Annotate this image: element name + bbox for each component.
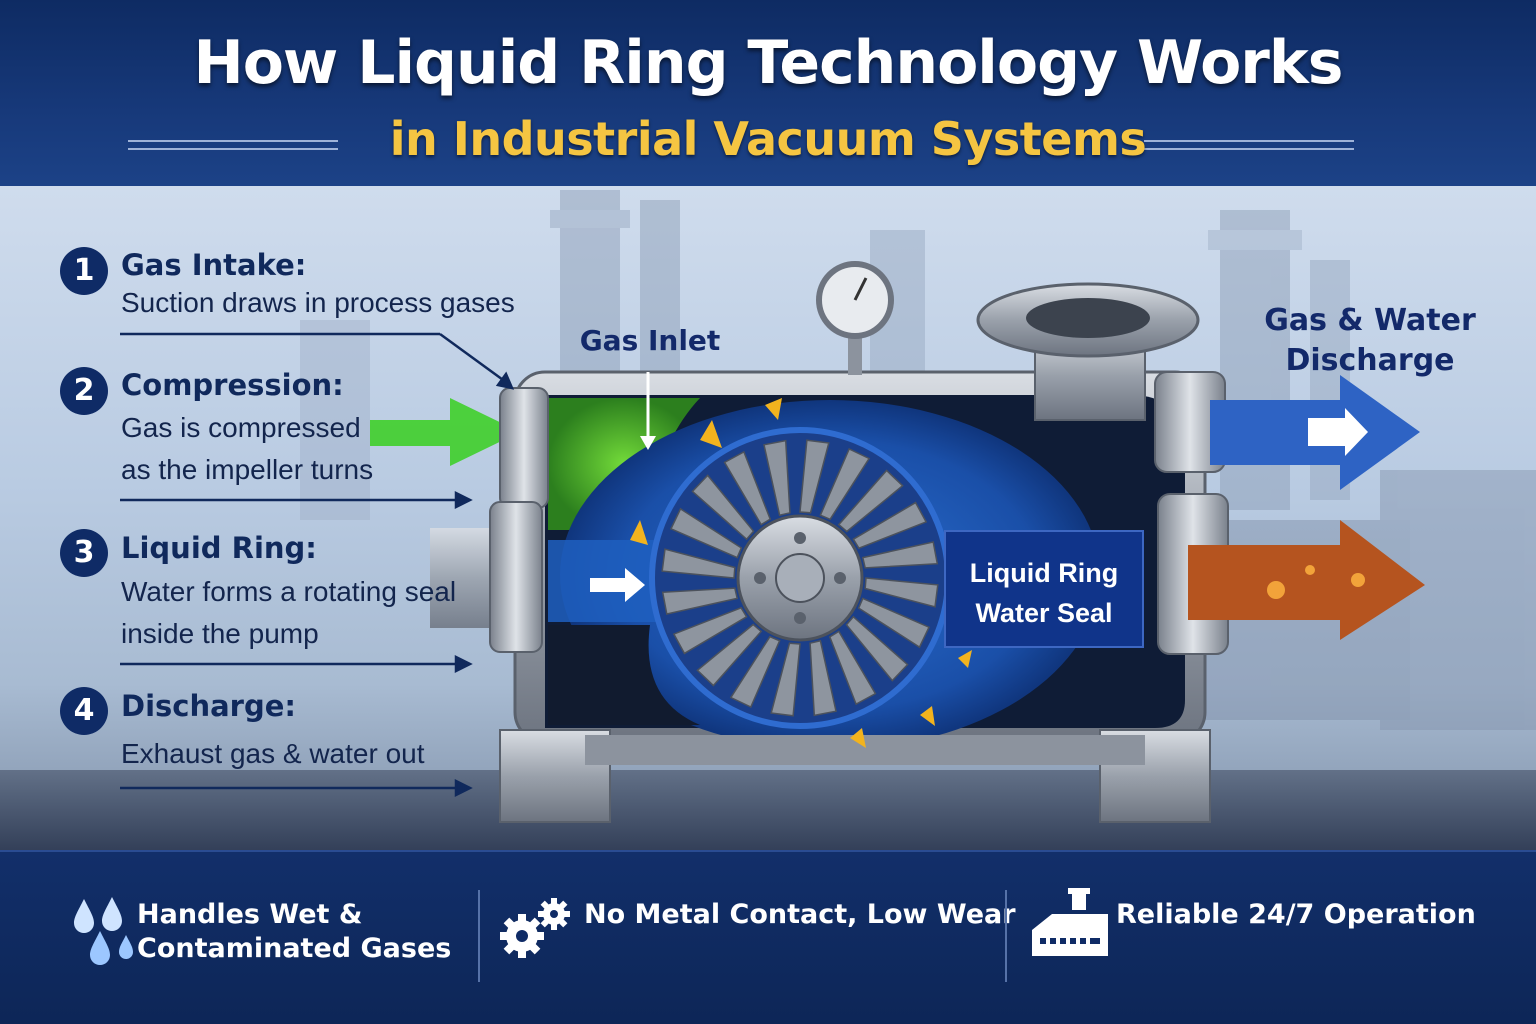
impeller-blade	[770, 642, 801, 717]
features-bar	[0, 850, 1536, 1024]
liquid-ring-label-line-1: Liquid Ring	[969, 558, 1119, 588]
water-drops-icon	[74, 897, 133, 965]
subtitle-rule-right	[1144, 140, 1354, 150]
liquid-ring-callout	[944, 530, 1144, 648]
feature-3-text: Reliable 24/7 Operation	[1116, 899, 1476, 930]
step-2-description-line-1: Gas is compressed	[121, 412, 361, 443]
liquid-ring-label-line-2: Water Seal	[975, 598, 1113, 628]
impeller-blade	[661, 587, 739, 615]
gas-inlet-label: Gas Inlet	[579, 324, 721, 357]
discharge-label-line-1: Gas & Water	[1264, 303, 1476, 338]
header-banner: How Liquid Ring Technology Works in Indu…	[0, 0, 1536, 186]
footer-divider-2	[1005, 890, 1007, 982]
impeller-blade	[809, 639, 837, 717]
water-discharge-arrow	[1188, 520, 1425, 640]
step-4-badge: 4	[60, 687, 108, 735]
step-callout-lines	[120, 332, 515, 798]
step-2-description-line-2: as the impeller turns	[121, 454, 374, 485]
step-4-title: Discharge:	[121, 689, 297, 723]
impeller-blade	[729, 635, 781, 709]
impeller-blade	[763, 439, 791, 517]
pump-scene: 1 Gas Intake: Suction draws in process g…	[0, 186, 1536, 850]
discharge-label-line-2: Discharge	[1285, 343, 1455, 378]
impeller-blade	[799, 439, 830, 514]
impeller-blade	[845, 615, 909, 682]
impeller-blade	[828, 630, 877, 706]
pressure-gauge-icon	[816, 261, 894, 375]
impeller-blade	[864, 577, 939, 608]
impeller-blade	[852, 501, 928, 550]
page-subtitle: in Industrial Vacuum Systems	[389, 112, 1147, 166]
impeller-blade	[819, 447, 871, 521]
gears-icon	[500, 898, 570, 958]
impeller-blade	[723, 450, 772, 526]
step-1-badge: 1	[60, 247, 108, 295]
feature-1-line-1: Handles Wet &	[137, 899, 363, 930]
impeller-blade	[672, 606, 748, 655]
step-1-title: Gas Intake:	[121, 248, 307, 282]
impeller-blade	[857, 597, 931, 649]
feature-2-text: No Metal Contact, Low Wear	[584, 899, 1016, 930]
step-3-badge: 3	[60, 529, 108, 577]
flow-direction-arrows	[630, 398, 972, 748]
pump-illustration	[0, 190, 1536, 850]
impeller-blade	[861, 541, 939, 569]
inflow-arrow	[590, 568, 645, 602]
impeller-blade	[661, 548, 736, 579]
impeller-blade	[691, 474, 755, 541]
step-3-title: Liquid Ring:	[121, 531, 317, 565]
step-1-description: Suction draws in process gases	[121, 287, 515, 318]
step-4-description: Exhaust gas & water out	[121, 738, 425, 769]
step-2-title: Compression:	[121, 368, 344, 402]
impeller	[649, 427, 951, 729]
subtitle-rule-left	[128, 140, 338, 150]
footer-divider-1	[478, 890, 480, 982]
step-3-description-line-1: Water forms a rotating seal	[121, 576, 457, 607]
impeller-blade	[669, 507, 743, 559]
gas-water-discharge-arrow	[1210, 375, 1420, 490]
page-title: How Liquid Ring Technology Works	[193, 28, 1343, 98]
impeller-blade	[696, 623, 763, 687]
step-2-badge: 2	[60, 367, 108, 415]
impeller-blade	[837, 469, 904, 533]
feature-1-line-2: Contaminated Gases	[137, 933, 452, 964]
gas-intake-arrow	[370, 398, 520, 466]
step-3-description-line-2: inside the pump	[121, 618, 319, 649]
factory-control-icon	[1032, 888, 1108, 956]
